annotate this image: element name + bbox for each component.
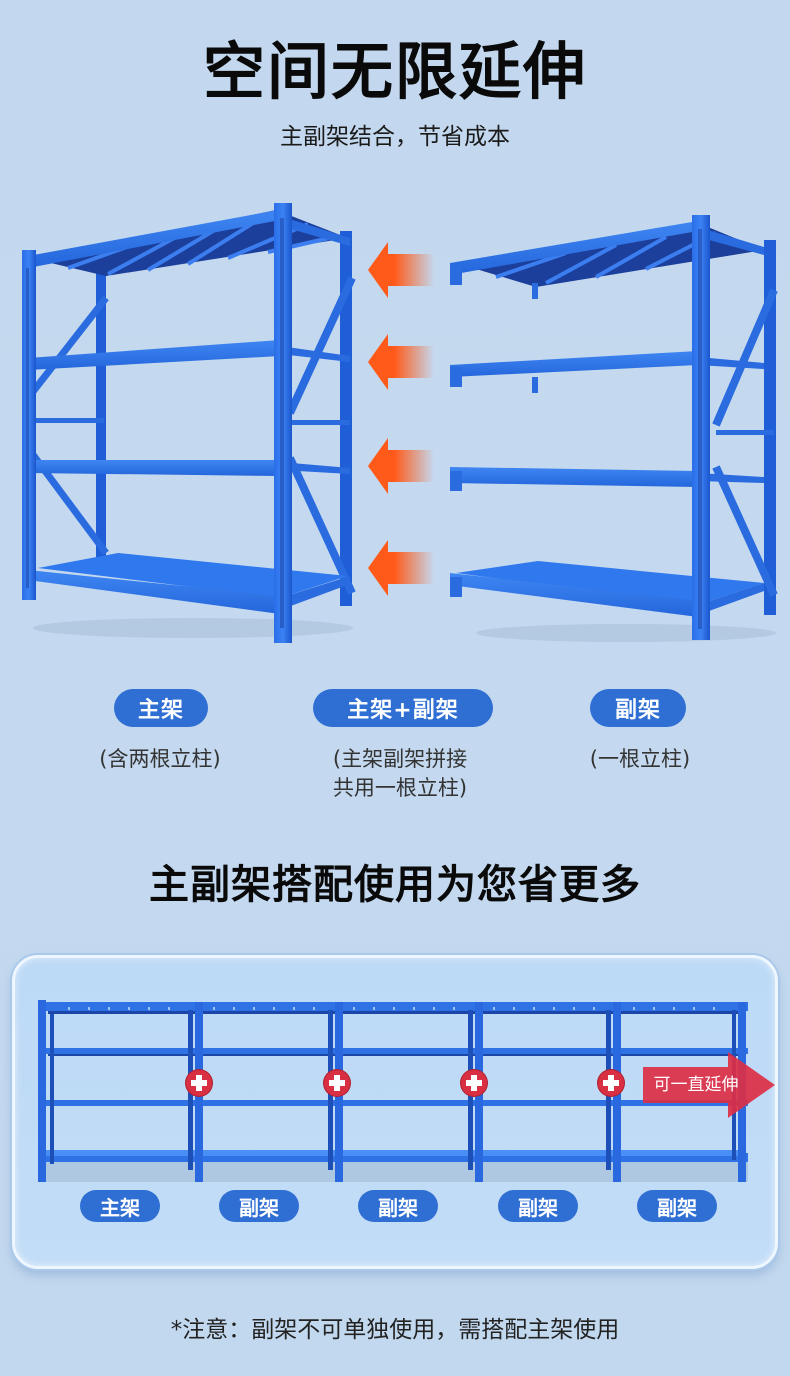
arrow-left-icon bbox=[368, 242, 434, 298]
unit-badge-extension: 副架 bbox=[358, 1190, 438, 1222]
arrow-left-icon bbox=[368, 334, 434, 390]
badge-main-plus-extension: 主架+副架 bbox=[313, 689, 493, 727]
badge-main-frame: 主架 bbox=[114, 689, 208, 727]
main-shelf-image bbox=[22, 203, 356, 643]
caption-line: (主架副架拼接 bbox=[332, 747, 468, 771]
extend-label: 可一直延伸 bbox=[653, 1075, 739, 1095]
section-title: 主副架搭配使用为您省更多 bbox=[149, 862, 641, 908]
caption-line: 共用一根立柱) bbox=[332, 776, 468, 800]
combined-rack-image bbox=[38, 1000, 748, 1182]
page-subtitle: 主副架结合，节省成本 bbox=[280, 124, 510, 150]
arrow-right-icon bbox=[643, 1052, 775, 1118]
caption-main-plus-extension: (主架副架拼接 共用一根立柱) bbox=[300, 745, 500, 803]
badge-extension-frame: 副架 bbox=[590, 689, 686, 727]
caption-line: (一根立柱) bbox=[589, 747, 691, 771]
caption-main-frame: (含两根立柱) bbox=[60, 745, 260, 774]
usage-note: *注意：副架不可单独使用，需搭配主架使用 bbox=[170, 1317, 620, 1343]
caption-extension-frame: (一根立柱) bbox=[540, 745, 740, 774]
unit-badge-main: 主架 bbox=[80, 1190, 160, 1222]
caption-line: (含两根立柱) bbox=[99, 747, 221, 771]
plus-icon bbox=[186, 1070, 212, 1096]
unit-badge-extension: 副架 bbox=[498, 1190, 578, 1222]
arrow-left-icon bbox=[368, 540, 434, 596]
plus-icon bbox=[598, 1070, 624, 1096]
unit-badge-extension: 副架 bbox=[219, 1190, 299, 1222]
unit-badge-extension: 副架 bbox=[637, 1190, 717, 1222]
page-title: 空间无限延伸 bbox=[202, 35, 587, 108]
extension-shelf-image bbox=[450, 215, 778, 642]
arrow-left-icon bbox=[368, 438, 434, 494]
plus-icon bbox=[461, 1070, 487, 1096]
plus-icon bbox=[324, 1070, 350, 1096]
